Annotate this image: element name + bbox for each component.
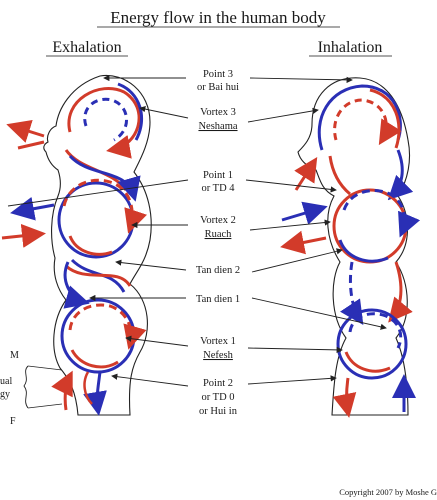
label-point2-line3: or Hui in	[199, 406, 238, 417]
label-vortex1-line1: Vortex 1	[200, 336, 236, 347]
label-point1-line1: Point 1	[203, 170, 233, 181]
label-tandien1: Tan dien 1	[196, 294, 240, 305]
bracket	[23, 365, 29, 409]
label-vortex2-line1: Vortex 2	[200, 215, 236, 226]
left-edge-labels: M ual gy F	[0, 350, 63, 427]
exhalation-heading: Exhalation	[52, 39, 121, 56]
label-point2-line2: or TD 0	[201, 392, 234, 403]
exhalation-body-outline	[43, 74, 152, 416]
diagram-title: Energy flow in the human body	[110, 8, 326, 27]
copyright-notice: Copyright 2007 by Moshe G	[339, 487, 437, 497]
inhalation-figure	[280, 77, 421, 418]
label-m: M	[10, 350, 19, 361]
label-point3-line2: or Bai hui	[197, 82, 239, 93]
inhalation-heading: Inhalation	[318, 39, 383, 56]
label-vortex1-line2: Nefesh	[203, 350, 233, 361]
label-point3-line1: Point 3	[203, 69, 233, 80]
leader-lines	[7, 74, 387, 387]
exhalation-figure	[1, 74, 152, 416]
label-sexual-energy-line1: ual	[0, 376, 12, 387]
label-sexual-energy-line2: gy	[0, 389, 10, 400]
center-labels: Point 3 or Bai hui Vortex 3 Neshama Poin…	[196, 69, 240, 417]
label-point1-line2: or TD 4	[201, 183, 235, 194]
label-vortex3-line1: Vortex 3	[200, 107, 236, 118]
label-tandien2: Tan dien 2	[196, 265, 240, 276]
label-f: F	[10, 416, 16, 427]
label-point2-line1: Point 2	[203, 378, 233, 389]
label-vortex3-line2: Neshama	[198, 121, 237, 132]
label-vortex2-line2: Ruach	[205, 229, 233, 240]
